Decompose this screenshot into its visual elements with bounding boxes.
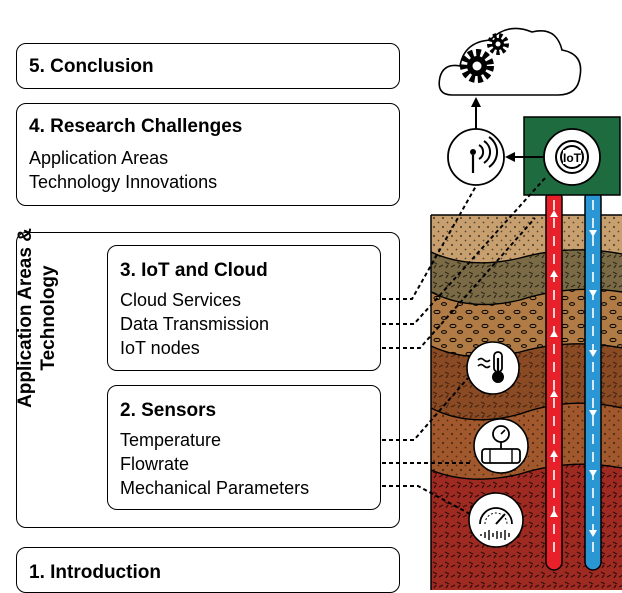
cloud-gears-icon [438,27,582,96]
conclusion-box: 5. Conclusion [16,43,400,89]
sensors-item-temperature: Temperature [120,430,222,450]
conclusion-title: 5. Conclusion [29,56,154,77]
research-challenges-title: 4. Research Challenges [29,116,243,137]
introduction-box: 1. Introduction [16,547,400,593]
iot-cloud-box: 3. IoT and Cloud Cloud Services Data Tra… [107,245,381,371]
iot-cloud-title: 3. IoT and Cloud [120,260,268,281]
flowmeter-icon [473,418,529,474]
svg-text:IoT: IoT [563,151,582,165]
research-item-technology-innovations: Technology Innovations [29,172,218,192]
iot-item-cloud-services: Cloud Services [120,290,242,310]
research-item-application-areas: Application Areas [29,148,169,168]
thermometer-icon [466,341,520,395]
introduction-title: 1. Introduction [29,562,161,583]
iot-item-iot-nodes: IoT nodes [120,338,200,358]
sensors-item-mechanical: Mechanical Parameters [120,478,310,498]
connectors [382,176,547,515]
sensors-title: 2. Sensors [120,400,217,421]
iot-item-data-transmission: Data Transmission [120,314,270,334]
hot-pipe [545,189,563,571]
sensors-box: 2. Sensors Temperature Flowrate Mechanic… [107,385,381,510]
iot-node-icon: IoT [543,128,601,186]
wireless-antenna-icon [447,128,505,186]
gauge-icon [468,492,524,548]
research-challenges-box: 4. Research Challenges Application Areas… [16,103,400,206]
cold-pipe [584,189,602,571]
sensors-item-flowrate: Flowrate [120,454,190,474]
